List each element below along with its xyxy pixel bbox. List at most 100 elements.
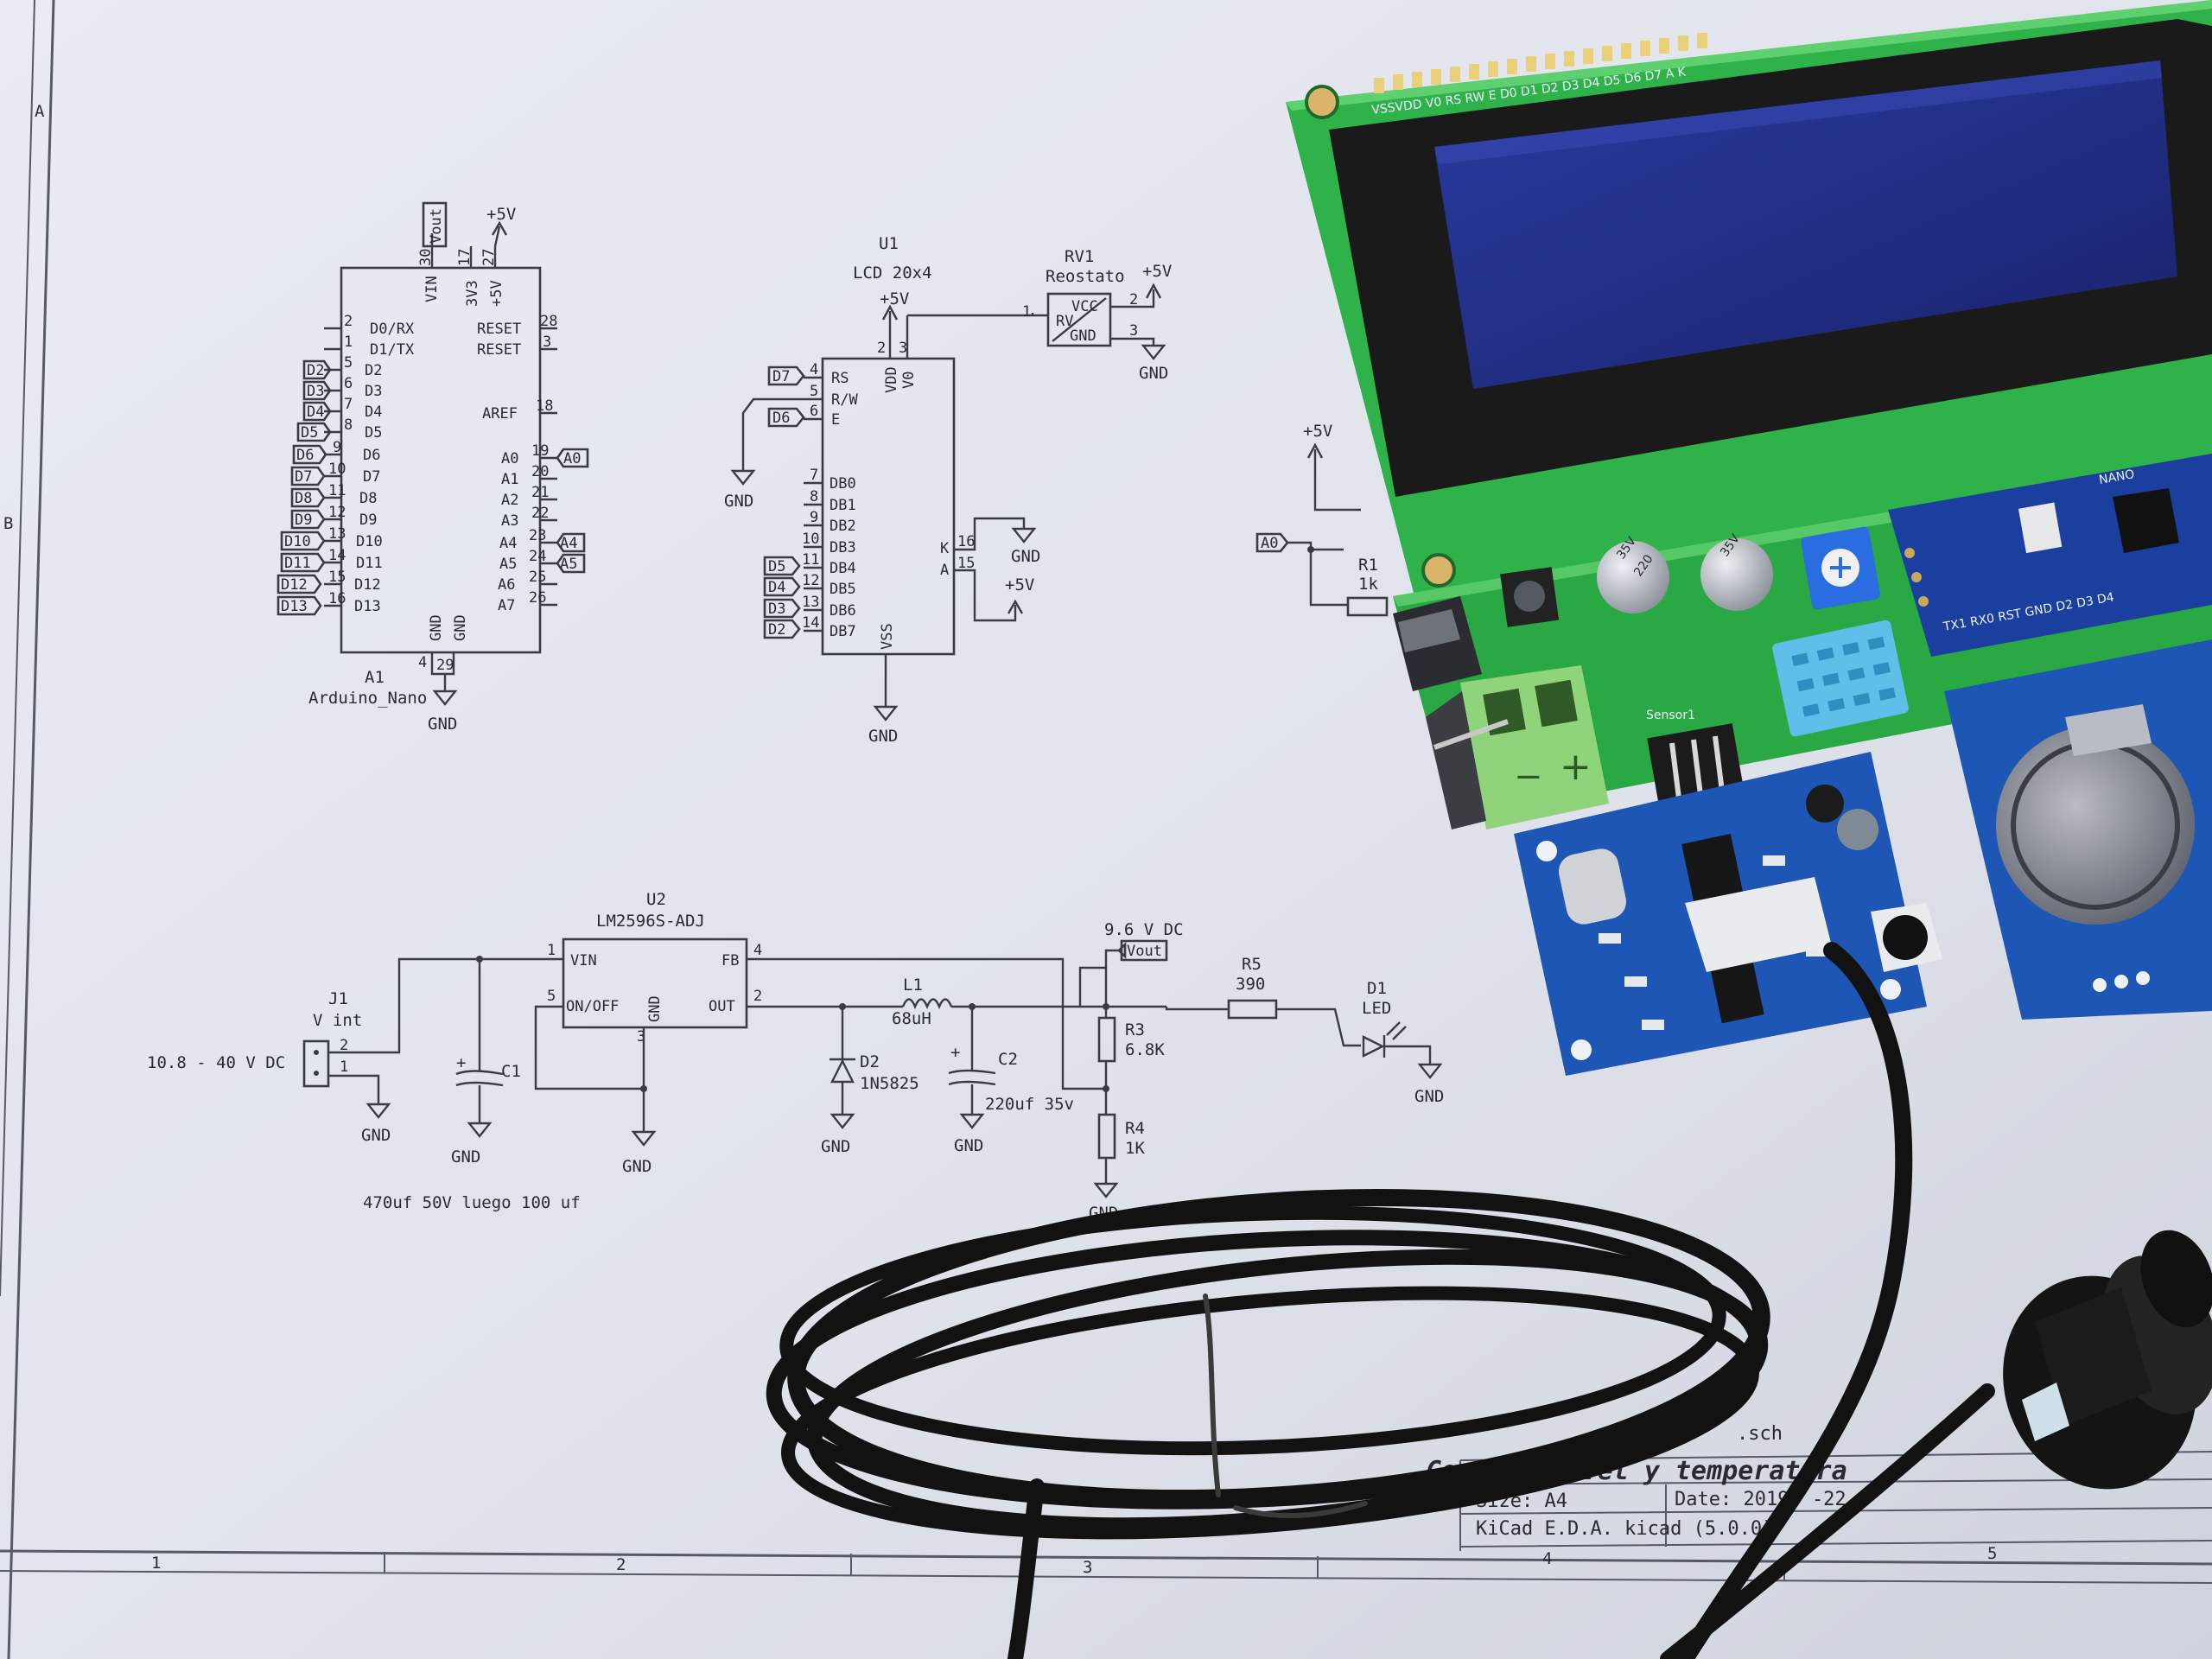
u2-pin-gnd: GND	[646, 995, 664, 1022]
u2-ref: U2	[646, 890, 666, 909]
left-net-tags: D2 D3 D4 D5 D6 D7 D8 D9 D10 D11 D12 D13	[276, 359, 332, 616]
partial-a0-tag: A0	[1261, 535, 1278, 552]
j1-pin-num-1: 1	[340, 1058, 348, 1076]
svg-text:D7: D7	[772, 368, 790, 385]
column-label-2: 2	[616, 1555, 626, 1574]
partial-r1-ref: R1	[1358, 556, 1378, 575]
svg-text:D3: D3	[307, 383, 324, 400]
svg-text:D2: D2	[307, 362, 324, 379]
svg-text:21: 21	[531, 484, 549, 501]
svg-text:23: 23	[529, 527, 546, 544]
pin-num-17: 17	[456, 249, 474, 266]
c2-value: 220uf 35v	[985, 1095, 1074, 1114]
pin-3v3: 3V3	[464, 280, 481, 307]
svg-text:22: 22	[531, 505, 549, 522]
svg-text:A4: A4	[499, 535, 517, 552]
svg-text:D8: D8	[359, 490, 377, 507]
rv1-pin-gnd: GND	[1070, 327, 1096, 345]
waterproof-transducer	[2003, 1230, 2212, 1490]
svg-text:D5: D5	[365, 424, 382, 442]
partial-r1-value: 1k	[1358, 575, 1378, 594]
r3-value: 6.8K	[1125, 1040, 1165, 1059]
svg-text:A2: A2	[501, 492, 518, 509]
title-block-date: Date: 2019- -22	[1675, 1489, 1847, 1510]
svg-text:A0: A0	[501, 450, 518, 467]
svg-text:14: 14	[328, 547, 346, 564]
svg-text:RS: RS	[831, 370, 849, 387]
svg-text:DB6: DB6	[830, 602, 856, 620]
rv1-symbol: RV1 Reostato VCC RV GND 1 2 3 +5V GND	[1022, 247, 1172, 383]
output-voltage: 9.6 V DC	[1104, 920, 1184, 939]
u2-pin-out: OUT	[709, 998, 735, 1015]
lcd-name: LCD 20x4	[853, 264, 932, 283]
coin-cell	[1996, 726, 2195, 925]
left-pin-stubs	[324, 327, 341, 607]
rv1-name: Reostato	[1046, 267, 1125, 286]
svg-text:14: 14	[802, 614, 819, 632]
lcd-pin-v0: V0	[900, 372, 918, 389]
svg-text:18: 18	[536, 397, 553, 415]
r4-ref: R4	[1125, 1119, 1145, 1138]
nano-gnd-label: GND	[428, 715, 457, 734]
arduino-nano-board: NANO TX1 RX0 RST GND D2 D3 D4	[1888, 454, 2212, 657]
svg-text:D2: D2	[768, 621, 785, 639]
rv1-pin-num-2: 2	[1129, 291, 1138, 308]
cap-2	[1700, 538, 1773, 611]
nano-gnd-num-29: 29	[436, 657, 454, 674]
svg-text:6: 6	[344, 375, 353, 392]
column-label-3: 3	[1083, 1558, 1092, 1577]
rv1-pin-rv: RV	[1056, 313, 1073, 330]
lcd-pin-num-16: 16	[957, 533, 975, 550]
u2-pin-vin: VIN	[570, 952, 597, 969]
svg-text:AREF: AREF	[482, 405, 518, 423]
d1-gnd: GND	[1414, 1087, 1444, 1106]
u2-pin-num-2: 2	[753, 988, 762, 1005]
column-label-5: 5	[1987, 1544, 1997, 1563]
svg-text:A6: A6	[498, 576, 515, 594]
svg-text:11: 11	[328, 482, 346, 499]
screw-terminal: − +	[1426, 665, 1609, 830]
svg-text:RESET: RESET	[477, 321, 521, 338]
d2-ref: D2	[860, 1052, 880, 1071]
svg-text:D6: D6	[772, 410, 790, 427]
svg-text:D2: D2	[365, 362, 382, 379]
u2-pin-num-5: 5	[547, 988, 556, 1005]
title-block-tool: KiCad E.D.A. kicad (5.0.0)	[1476, 1518, 1773, 1540]
lcd-a-supply: +5V	[1005, 575, 1034, 594]
svg-text:D6: D6	[296, 447, 314, 464]
svg-text:1: 1	[344, 334, 353, 351]
svg-text:DB0: DB0	[830, 475, 856, 493]
svg-text:D7: D7	[363, 468, 380, 486]
svg-text:A5: A5	[499, 556, 517, 573]
right-net-tags: A0 A4 A5	[556, 448, 589, 574]
u2-name: LM2596S-ADJ	[596, 912, 705, 931]
svg-text:D12: D12	[354, 576, 381, 594]
rv1-pin-vcc: VCC	[1071, 298, 1098, 315]
header-pins	[1374, 33, 1707, 93]
c1-ref: C1	[501, 1062, 521, 1081]
svg-text:A7: A7	[498, 597, 515, 614]
svg-text:D5: D5	[768, 558, 785, 575]
terminal-plus: +	[1560, 745, 1592, 789]
lcd-net-tags: D7 D6 D5 D4 D3 D2	[763, 365, 805, 639]
d1-ref: D1	[1367, 979, 1387, 998]
rtc-module	[1944, 639, 2212, 1020]
rv1-pin-num-1: 1	[1022, 303, 1031, 321]
svg-text:A4: A4	[560, 535, 577, 552]
nano-ref: A1	[365, 668, 385, 687]
u2-pin-num-1: 1	[547, 942, 556, 959]
c1-note: 470uf 50V luego 100 uf	[363, 1193, 581, 1212]
svg-text:A3: A3	[501, 512, 518, 530]
lcd-pin-k: K	[940, 540, 950, 557]
lcd-glass	[1434, 60, 2177, 389]
vout-tag-output: Vout	[1127, 943, 1162, 960]
svg-text:12: 12	[328, 504, 346, 521]
r4-value: 1K	[1125, 1139, 1145, 1158]
svg-text:10: 10	[802, 531, 819, 548]
svg-text:D4: D4	[768, 579, 785, 596]
svg-text:R/W: R/W	[831, 391, 858, 409]
c2-plus: +	[950, 1043, 960, 1062]
svg-text:D12: D12	[281, 576, 308, 594]
d2-gnd: GND	[821, 1137, 850, 1156]
lcd-ref: U1	[879, 234, 899, 253]
